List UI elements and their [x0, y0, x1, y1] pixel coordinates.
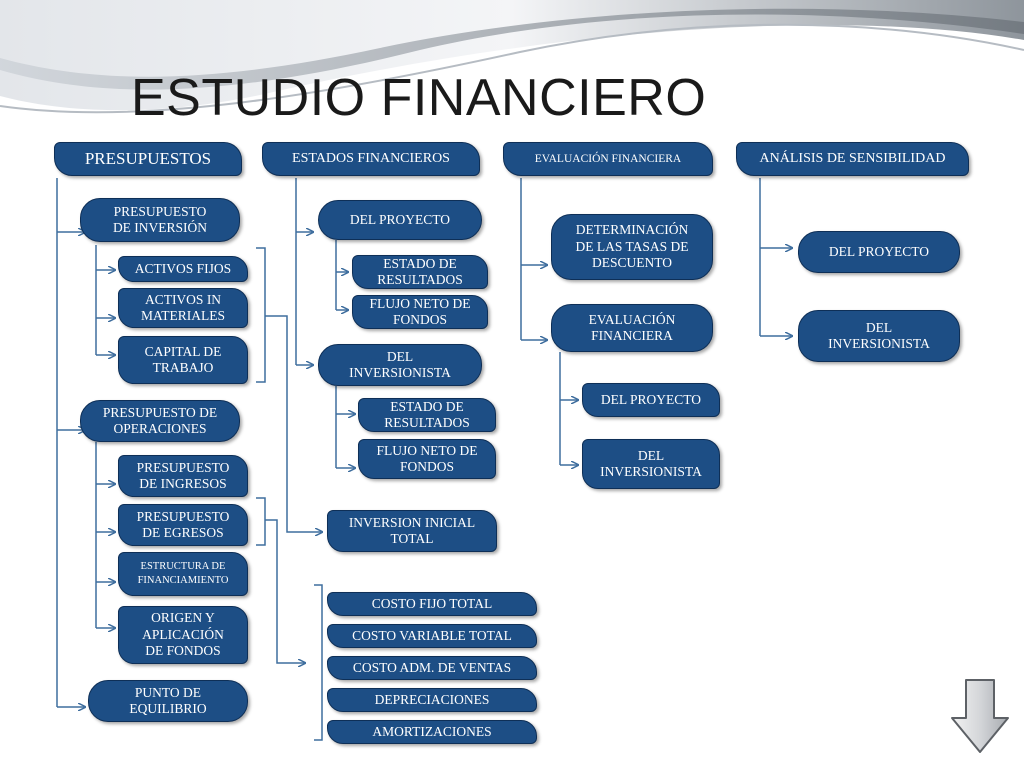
- node-costo-variable-total[interactable]: COSTO VARIABLE TOTAL: [327, 624, 537, 648]
- header-evaluacion-financiera[interactable]: EVALUACIÓN FINANCIERA: [503, 142, 713, 176]
- node-amortizaciones[interactable]: AMORTIZACIONES: [327, 720, 537, 744]
- node-sensibilidad-del-inversionista[interactable]: DEL INVERSIONISTA: [798, 310, 960, 362]
- node-activos-inmateriales[interactable]: ACTIVOS IN MATERIALES: [118, 288, 248, 328]
- node-punto-equilibrio[interactable]: PUNTO DE EQUILIBRIO: [88, 680, 248, 722]
- node-presupuesto-egresos[interactable]: PRESUPUESTO DE EGRESOS: [118, 504, 248, 546]
- node-capital-trabajo[interactable]: CAPITAL DE TRABAJO: [118, 336, 248, 384]
- header-presupuestos[interactable]: PRESUPUESTOS: [54, 142, 242, 176]
- node-flujo-neto-proyecto[interactable]: FLUJO NETO DE FONDOS: [352, 295, 488, 329]
- node-estado-resultados-proyecto[interactable]: ESTADO DE RESULTADOS: [352, 255, 488, 289]
- node-activos-fijos[interactable]: ACTIVOS FIJOS: [118, 256, 248, 282]
- node-flujo-neto-inversionista[interactable]: FLUJO NETO DE FONDOS: [358, 439, 496, 479]
- node-inversion-inicial-total[interactable]: INVERSION INICIAL TOTAL: [327, 510, 497, 552]
- node-evaluacion-del-inversionista[interactable]: DEL INVERSIONISTA: [582, 439, 720, 489]
- node-costo-adm-ventas[interactable]: COSTO ADM. DE VENTAS: [327, 656, 537, 680]
- node-presupuesto-ingresos[interactable]: PRESUPUESTO DE INGRESOS: [118, 455, 248, 497]
- header-analisis-sensibilidad[interactable]: ANÁLISIS DE SENSIBILIDAD: [736, 142, 969, 176]
- node-estado-resultados-inversionista[interactable]: ESTADO DE RESULTADOS: [358, 398, 496, 432]
- node-evaluacion-del-proyecto[interactable]: DEL PROYECTO: [582, 383, 720, 417]
- node-evaluacion-financiera[interactable]: EVALUACIÓN FINANCIERA: [551, 304, 713, 352]
- node-depreciaciones[interactable]: DEPRECIACIONES: [327, 688, 537, 712]
- node-estados-del-proyecto[interactable]: DEL PROYECTO: [318, 200, 482, 240]
- slide-title: ESTUDIO FINANCIERO: [131, 69, 707, 127]
- node-costo-fijo-total[interactable]: COSTO FIJO TOTAL: [327, 592, 537, 616]
- node-estados-del-inversionista[interactable]: DEL INVERSIONISTA: [318, 344, 482, 386]
- node-determinacion-tasas-descuento[interactable]: DETERMINACIÓN DE LAS TASAS DE DESCUENTO: [551, 214, 713, 280]
- header-estados-financieros[interactable]: ESTADOS FINANCIEROS: [262, 142, 480, 176]
- node-estructura-financiamiento[interactable]: ESTRUCTURA DE FINANCIAMIENTO: [118, 552, 248, 596]
- down-arrow-icon[interactable]: [950, 678, 1010, 754]
- node-presupuesto-operaciones[interactable]: PRESUPUESTO DE OPERACIONES: [80, 400, 240, 442]
- node-sensibilidad-del-proyecto[interactable]: DEL PROYECTO: [798, 231, 960, 273]
- node-origen-aplicacion-fondos[interactable]: ORIGEN Y APLICACIÓN DE FONDOS: [118, 606, 248, 664]
- node-presupuesto-inversion[interactable]: PRESUPUESTO DE INVERSIÓN: [80, 198, 240, 242]
